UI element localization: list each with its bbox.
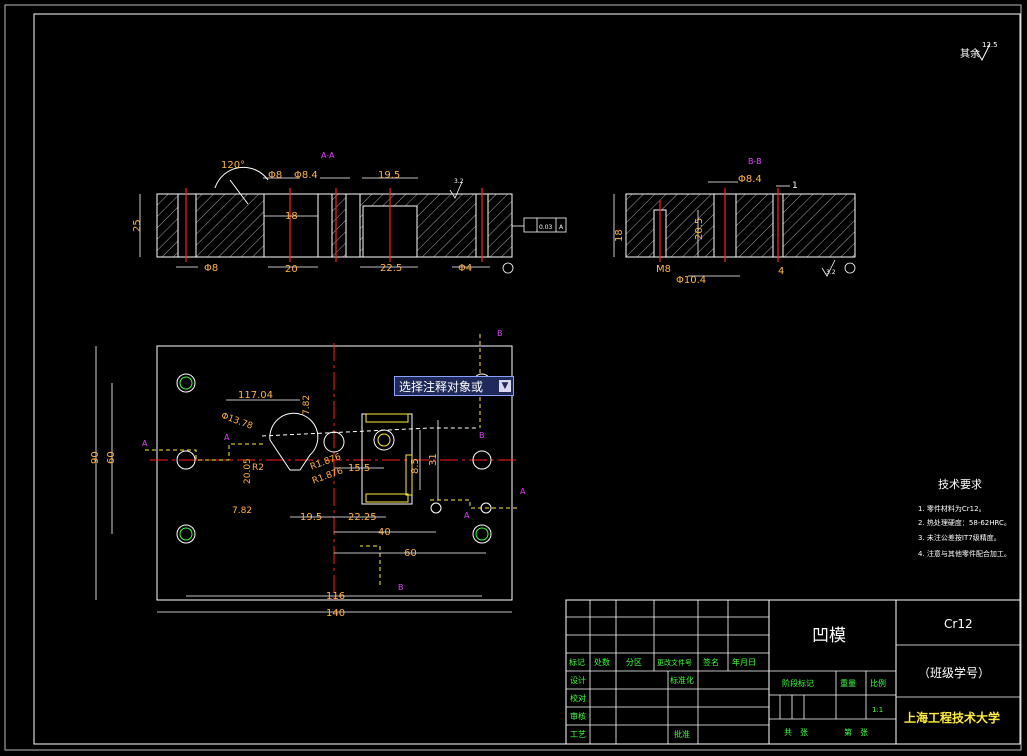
title-block bbox=[565, 599, 1021, 745]
dim-aa-w225: 22.5 bbox=[380, 263, 402, 274]
tb-scale: 1:1 bbox=[872, 706, 883, 714]
dim-plan-140: 140 bbox=[326, 608, 345, 619]
dim-plan-r2: R2 bbox=[252, 463, 264, 473]
tb-head-3: 分区 bbox=[626, 658, 642, 667]
section-aa-label: A-A bbox=[321, 151, 335, 160]
dim-plan-2005: 20.05 bbox=[243, 458, 253, 484]
tb-material: Cr12 bbox=[944, 617, 973, 631]
section-mark-b-mid: B bbox=[479, 431, 485, 440]
dim-aa-datum: A bbox=[559, 224, 564, 231]
tb-std: 标准化 bbox=[670, 675, 694, 685]
tb-head-5: 签名 bbox=[703, 657, 719, 667]
dim-bb-m8: M8 bbox=[656, 264, 671, 275]
tb-class-no: （班级学号） bbox=[918, 665, 990, 680]
section-mark-a-r2: A bbox=[520, 487, 526, 496]
dim-aa-h25: 25 bbox=[132, 219, 143, 232]
tooltip-expand-icon[interactable]: ▼ bbox=[499, 380, 511, 392]
dim-bb-h18: 18 bbox=[614, 229, 625, 242]
dim-plan-2225: 22.25 bbox=[348, 512, 377, 523]
tb-head-2: 处数 bbox=[594, 657, 610, 667]
section-bb-view bbox=[613, 181, 856, 277]
dim-plan-155: 15.5 bbox=[348, 463, 370, 474]
dim-plan-782a: 7.82 bbox=[302, 395, 312, 415]
dim-aa-tol: 0.03 bbox=[539, 224, 553, 231]
section-mark-b-bot: B bbox=[398, 583, 404, 592]
dim-aa-d8-bot: Φ8 bbox=[204, 263, 218, 274]
dim-aa-angle: 120° bbox=[221, 160, 245, 171]
tech-req-item-4: 4. 注意与其他零件配合加工。 bbox=[918, 549, 1011, 558]
dim-aa-d4: Φ4 bbox=[458, 263, 472, 274]
tb-row-1: 设计 bbox=[570, 675, 586, 685]
dim-plan-60v: 60 bbox=[106, 451, 117, 464]
dim-plan-195: 19.5 bbox=[300, 512, 322, 523]
dim-bb-four: 4 bbox=[778, 266, 784, 277]
tech-req-item-2: 2. 热处理硬度：58-62HRC。 bbox=[918, 518, 1011, 527]
section-mark-b-top: B bbox=[497, 329, 503, 338]
dim-bb-r32: 3.2 bbox=[826, 269, 836, 276]
tb-head-1: 标记 bbox=[569, 657, 585, 667]
tb-total: 共 张 bbox=[784, 728, 808, 737]
tb-sheet: 第 张 bbox=[844, 727, 868, 737]
dim-bb-h205: 20.5 bbox=[694, 218, 705, 240]
dim-plan-117: 117.04 bbox=[238, 390, 273, 401]
tb-weight: 重量 bbox=[840, 678, 856, 688]
dim-plan-31: 31 bbox=[428, 453, 439, 466]
section-mark-a-mid: A bbox=[224, 433, 230, 442]
section-mark-a-r1: A bbox=[464, 511, 470, 520]
dim-aa-d84: Φ8.4 bbox=[294, 170, 318, 181]
tb-row-2: 校对 bbox=[570, 693, 586, 703]
tb-stage: 阶段标记 bbox=[782, 678, 814, 688]
tb-approve: 批准 bbox=[674, 729, 690, 739]
section-bb-label: B-B bbox=[748, 157, 762, 166]
dim-bb-d84: Φ8.4 bbox=[738, 174, 762, 185]
inner-frame bbox=[33, 13, 1021, 745]
roughness-label: 其余 bbox=[960, 47, 980, 60]
dim-aa-w195: 19.5 bbox=[378, 170, 400, 181]
tb-row-3: 审核 bbox=[570, 711, 586, 721]
dim-plan-116: 116 bbox=[326, 591, 345, 602]
dim-plan-90: 90 bbox=[90, 451, 101, 464]
tb-school: 上海工程技术大学 bbox=[904, 710, 1000, 725]
roughness-icon bbox=[975, 43, 991, 62]
section-aa-view bbox=[139, 166, 567, 274]
dim-bb-one: 1 bbox=[792, 181, 798, 191]
dim-aa-d8-top: Φ8 bbox=[268, 170, 282, 181]
dim-aa-r32: 3.2 bbox=[454, 178, 464, 185]
tb-part-name: 凹模 bbox=[812, 626, 846, 646]
command-tooltip[interactable]: 选择注释对象或 ▼ bbox=[394, 376, 514, 396]
section-mark-a-left: A bbox=[142, 439, 148, 448]
tb-ratio: 比例 bbox=[870, 678, 886, 688]
tech-req-item-1: 1. 零件材料为Cr12。 bbox=[918, 504, 986, 513]
plan-view bbox=[95, 334, 520, 613]
tech-req-title: 技术要求 bbox=[938, 478, 982, 491]
dim-plan-40: 40 bbox=[378, 527, 391, 538]
dim-plan-782b: 7.82 bbox=[232, 506, 252, 516]
roughness-value: 12.5 bbox=[982, 41, 998, 49]
tb-head-6: 年月日 bbox=[732, 657, 756, 667]
dim-aa-d18: 18 bbox=[285, 211, 298, 222]
dim-aa-w20: 20 bbox=[285, 264, 298, 275]
tb-row-4: 工艺 bbox=[570, 730, 586, 739]
tb-head-4: 更改文件号 bbox=[657, 658, 692, 667]
dim-plan-85: 8.5 bbox=[410, 458, 421, 474]
dim-bb-d104: Φ10.4 bbox=[676, 275, 706, 286]
outer-frame bbox=[4, 4, 1022, 751]
tooltip-text: 选择注释对象或 bbox=[399, 379, 484, 394]
dim-plan-d13: Φ13.78 bbox=[220, 411, 255, 432]
dim-plan-60: 60 bbox=[404, 548, 417, 559]
tech-req-item-3: 3. 未注公差按IT7级精度。 bbox=[918, 533, 1001, 542]
